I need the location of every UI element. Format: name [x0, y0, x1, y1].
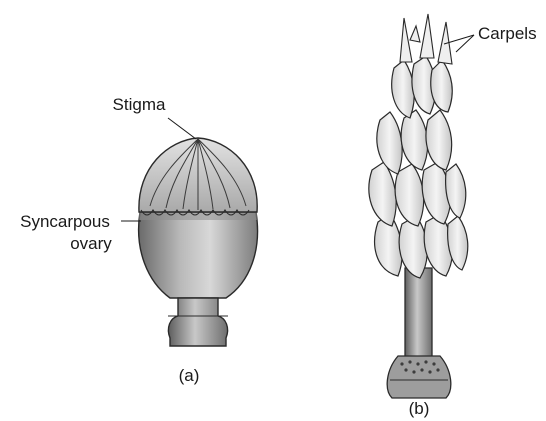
carpels-label: Carpels: [478, 24, 537, 43]
syncarpous-ovary-illustration: [139, 138, 258, 346]
caption-a: (a): [179, 366, 200, 385]
caption-b: (b): [409, 399, 430, 418]
ovary-label: ovary: [70, 234, 112, 253]
stigma-label: Stigma: [113, 95, 166, 114]
syncarpous-label: Syncarpous: [20, 212, 110, 231]
carpels-illustration: [369, 14, 468, 398]
stigma-leader-line: [168, 118, 196, 139]
